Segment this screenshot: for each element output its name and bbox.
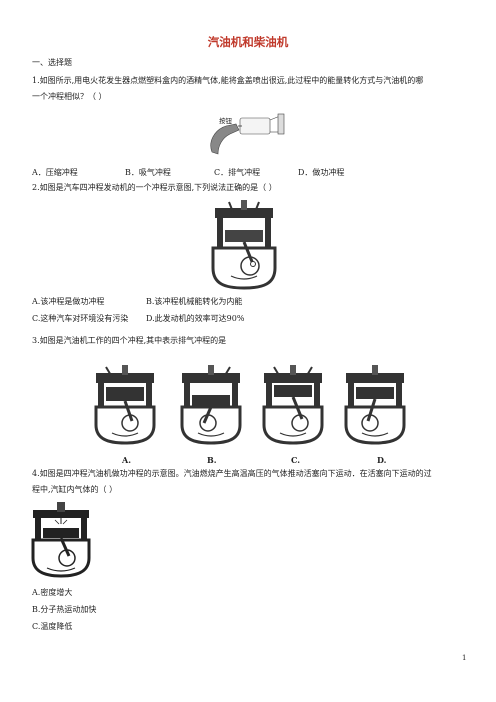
q1-stem-line2: 一个冲程相似？（ ） [32, 92, 107, 101]
q3-engine-b [178, 365, 244, 445]
q3-engine-a [92, 365, 158, 445]
q4-stem-line1: 4.如图是四冲程汽油机做功冲程的示意图。汽油燃烧产生高温高压的气体推动活塞向下运… [32, 469, 432, 478]
q2-option-b: B.该冲程机械能转化为内能 [146, 297, 243, 306]
q2-engine-figure [205, 198, 283, 290]
q4-option-b: B.分子热运动加快 [32, 605, 97, 614]
q2-option-d: D.此发动机的效率可达90% [146, 314, 245, 323]
q1-button-label: 按钮 [219, 117, 232, 125]
q4-engine-figure [31, 500, 91, 578]
q3-label-c: C. [291, 455, 301, 465]
q1-option-a: A．压缩冲程 [32, 168, 78, 177]
q2-option-c: C.这种汽车对环境没有污染 [32, 314, 129, 323]
q4-option-a: A.密度增大 [32, 588, 73, 597]
q3-engine-d [342, 365, 408, 445]
page-title: 汽油机和柴油机 [207, 35, 289, 49]
q3-engine-c [260, 365, 326, 445]
q4-option-c: C.温度降低 [32, 622, 73, 631]
q2-stem: 2.如图是汽车四冲程发动机的一个冲程示意图,下列说法正确的是（ ） [32, 183, 277, 192]
q1-option-c: C．排气冲程 [214, 168, 261, 177]
q4-stem-line2: 程中,汽缸内气体的（ ） [32, 485, 118, 494]
q1-figure-spark-box [206, 112, 296, 162]
q2-option-a: A.该冲程是做功冲程 [32, 297, 105, 306]
q1-option-b: B．吸气冲程 [125, 168, 171, 177]
q3-label-b: B. [207, 455, 217, 465]
section-heading: 一、选择题 [32, 58, 72, 67]
q1-option-d: D．做功冲程 [298, 168, 345, 177]
q3-stem: 3.如图是汽油机工作的四个冲程,其中表示排气冲程的是 [32, 336, 227, 345]
q3-label-a: A. [122, 455, 131, 465]
q3-label-d: D. [377, 455, 387, 465]
q1-stem-line1: 1.如图所示,用电火花发生器点燃塑料盒内的酒精气体,能将盒盖喷出很远,此过程中的… [32, 76, 424, 85]
page-number: 1 [462, 654, 467, 662]
